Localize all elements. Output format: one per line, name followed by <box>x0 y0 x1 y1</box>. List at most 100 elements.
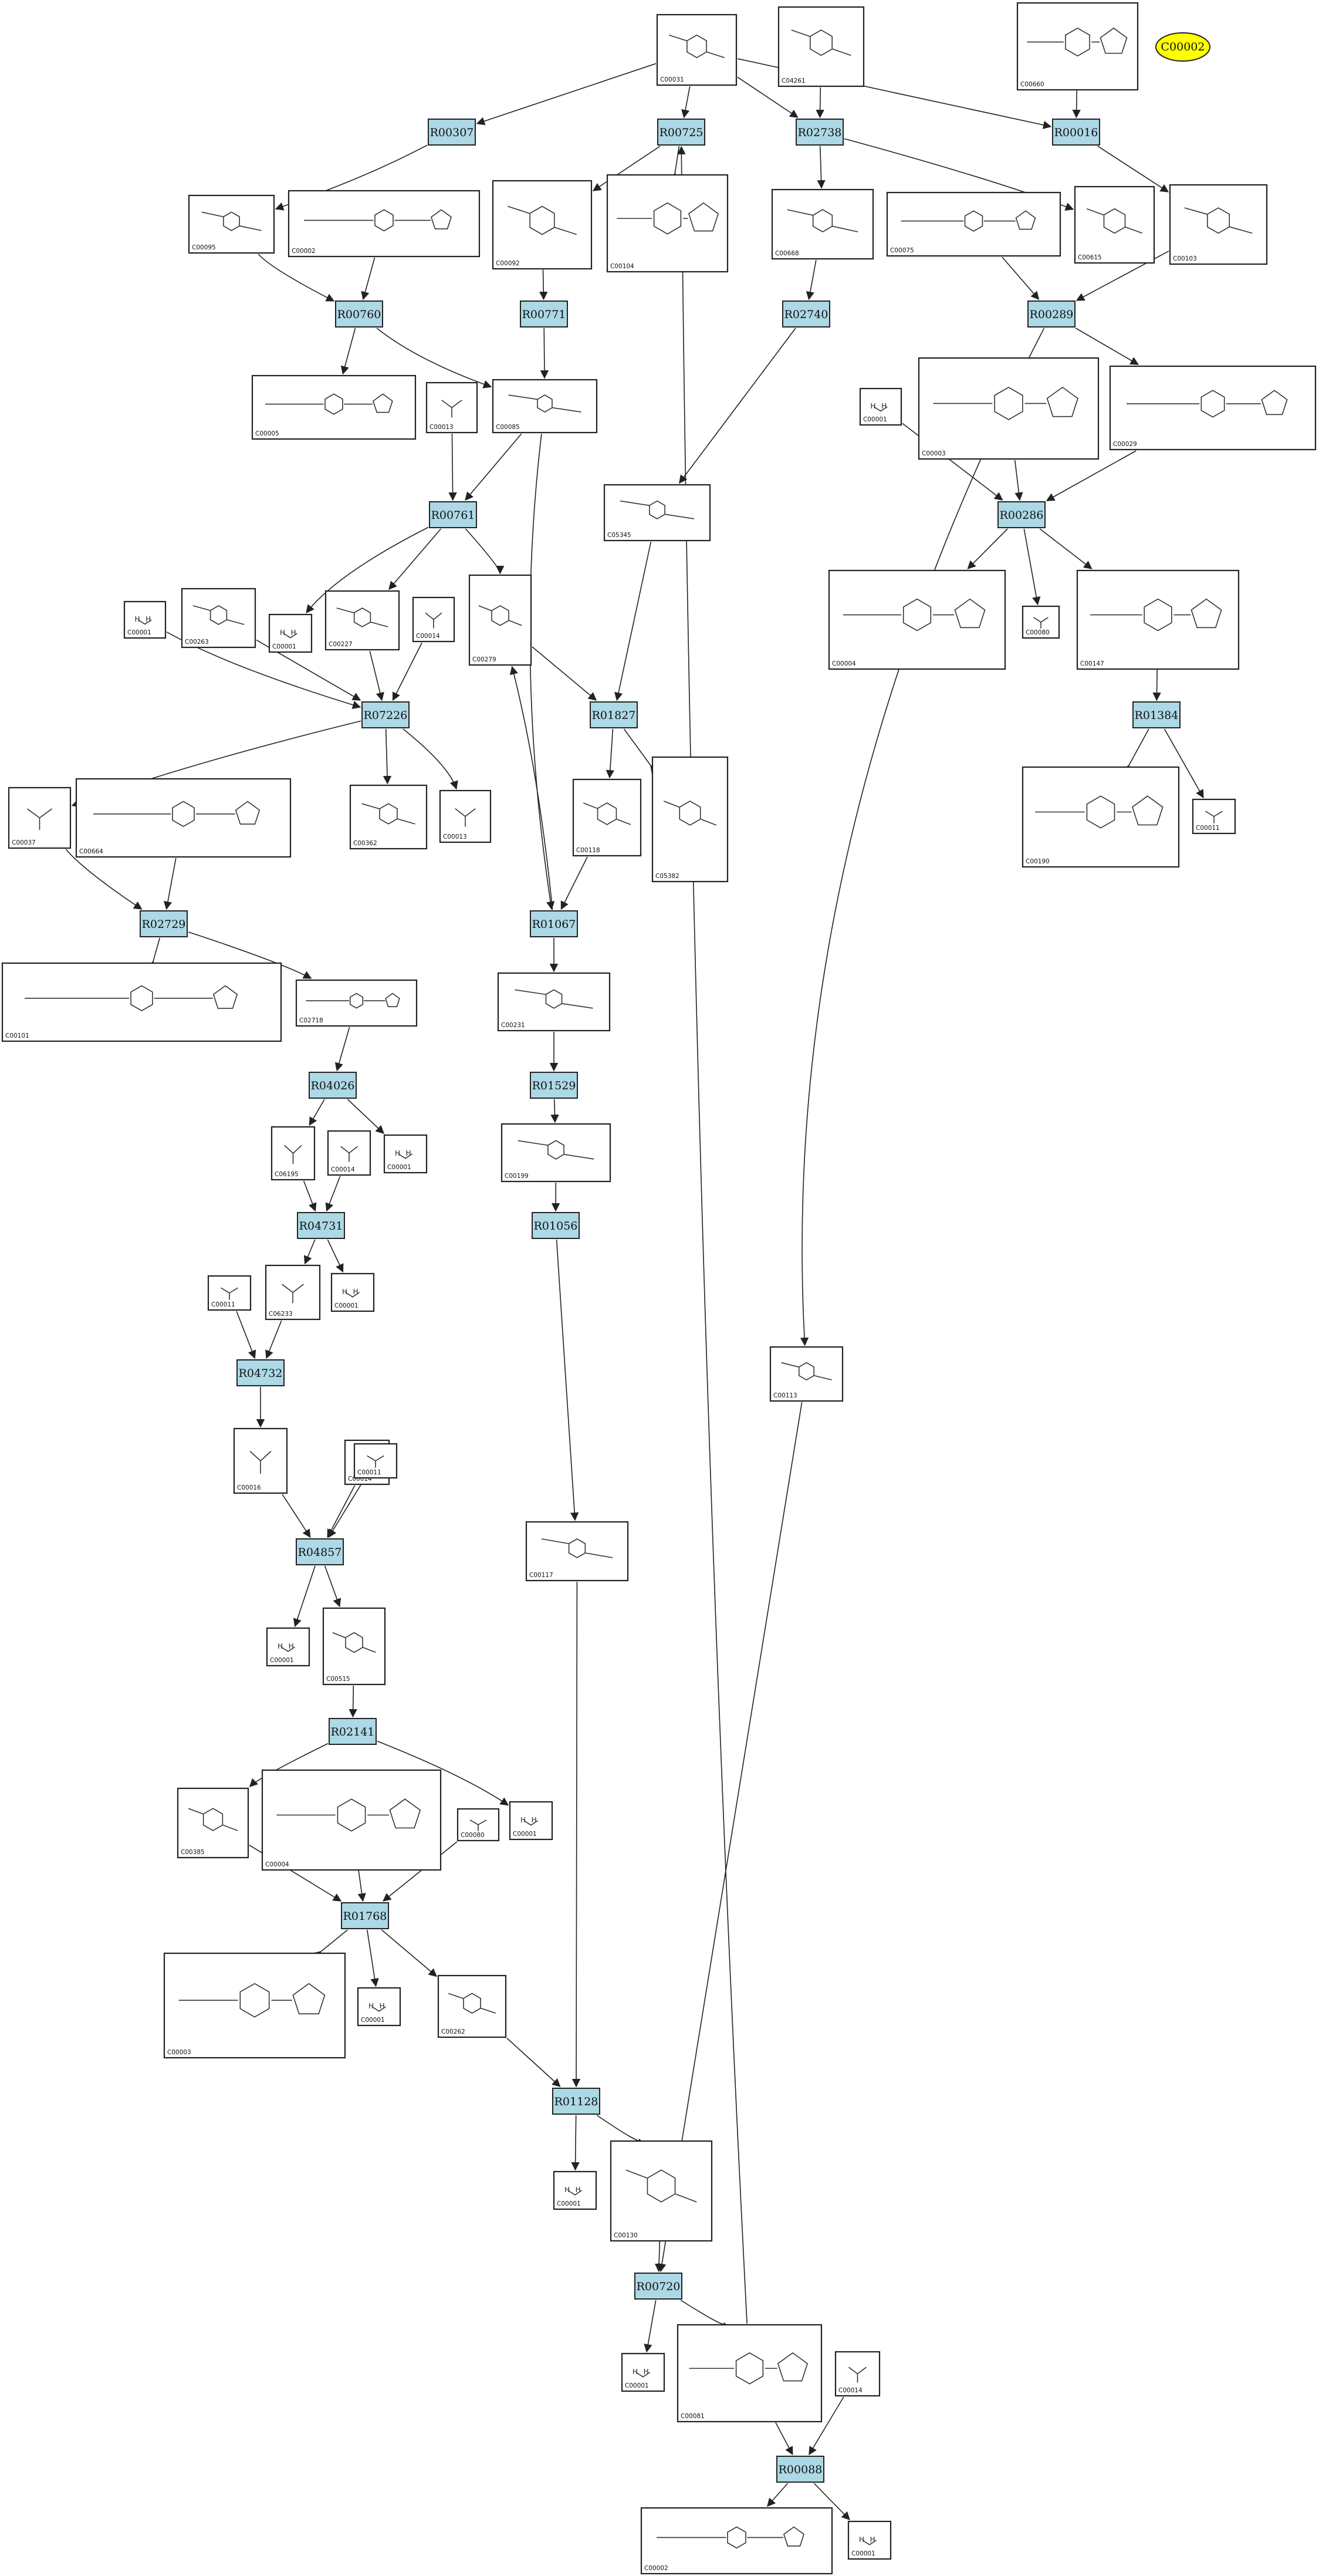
compound-node-c00080_b[interactable]: C00080 <box>456 1808 500 1842</box>
compound-node-c00615[interactable]: C00615 <box>1074 185 1155 264</box>
reaction-node-r00016[interactable]: R00016 <box>1052 119 1100 146</box>
reaction-node-r02729[interactable]: R02729 <box>140 910 188 937</box>
compound-node-c00660[interactable]: C00660 <box>1016 2 1139 91</box>
compound-node-c06195[interactable]: C06195 <box>270 1126 316 1181</box>
compound-node-c00014_b[interactable]: C00014 <box>327 1130 371 1176</box>
compound-node-c00104[interactable]: C00104 <box>606 174 729 273</box>
reaction-node-r04026[interactable]: R04026 <box>309 1072 357 1099</box>
reaction-node-r00720[interactable]: R00720 <box>634 2273 682 2300</box>
compound-node-c00003_a[interactable]: C00003 <box>918 357 1100 460</box>
compound-node-c00362[interactable]: C00362 <box>349 784 428 850</box>
compound-node-c00664[interactable]: C00664 <box>75 778 292 858</box>
compound-node-c00147[interactable]: C00147 <box>1076 569 1240 670</box>
compound-box <box>525 1521 629 1582</box>
compound-node-c00011_c[interactable]: C00011 <box>353 1443 398 1479</box>
compound-node-c06233[interactable]: C06233 <box>265 1264 321 1321</box>
reaction-node-r01128[interactable]: R01128 <box>552 2088 600 2115</box>
compound-node-c00029[interactable]: C00029 <box>1109 365 1317 451</box>
compound-node-c05382[interactable]: C05382 <box>651 756 729 883</box>
reaction-node-r04731[interactable]: R04731 <box>297 1212 345 1239</box>
edge-C00085-R00761 <box>465 433 522 501</box>
edge-C00081-R00725 <box>677 146 748 2324</box>
reaction-node-r01067[interactable]: R01067 <box>530 910 578 937</box>
compound-node-c00002_b[interactable]: C00002 <box>640 2507 833 2575</box>
compound-node-c00075[interactable]: C00075 <box>886 191 1061 257</box>
compound-node-c00385[interactable]: C00385 <box>177 1787 249 1859</box>
compound-node-c00037[interactable]: C00037 <box>8 786 72 849</box>
compound-label: C00190 <box>1026 858 1050 865</box>
reaction-node-r00289[interactable]: R00289 <box>1027 301 1076 328</box>
compound-node-c00095[interactable]: C00095 <box>188 194 275 254</box>
reaction-node-r00088[interactable]: R00088 <box>776 2456 824 2483</box>
reaction-node-r04732[interactable]: R04732 <box>236 1359 285 1386</box>
compound-node-c00130[interactable]: C00130 <box>610 2140 713 2242</box>
compound-node-c00031[interactable]: C00031 <box>656 13 738 86</box>
compound-node-c00014_d[interactable]: C00014 <box>834 2351 881 2397</box>
compound-node-c00092[interactable]: C00092 <box>492 180 593 270</box>
reaction-node-r02740[interactable]: R02740 <box>782 301 830 328</box>
compound-node-c00668[interactable]: C00668 <box>771 188 874 260</box>
compound-node-c00231[interactable]: C00231 <box>497 972 611 1032</box>
compound-node-c00011_a[interactable]: C00011 <box>1192 798 1236 835</box>
compound-node-c00279[interactable]: C00279 <box>468 574 532 666</box>
highlight-ellipse-node[interactable]: C00002 <box>1155 32 1210 62</box>
reaction-node-r00307[interactable]: R00307 <box>428 119 476 146</box>
compound-node-c00002[interactable]: C00002 <box>288 190 481 258</box>
compound-node-c00227[interactable]: C00227 <box>324 590 400 651</box>
compound-node-c00113[interactable]: C00113 <box>769 1346 844 1402</box>
compound-node-c02718[interactable]: C02718 <box>295 979 418 1027</box>
compound-node-c00101[interactable]: C00101 <box>1 962 282 1042</box>
reaction-node-r02141[interactable]: R02141 <box>329 1718 377 1745</box>
compound-node-c00085[interactable]: C00085 <box>492 379 598 434</box>
compound-node-c00117[interactable]: C00117 <box>525 1521 629 1582</box>
compound-node-c00263[interactable]: C00263 <box>181 588 256 649</box>
reaction-node-r00725[interactable]: R00725 <box>657 119 705 146</box>
compound-node-c00190[interactable]: C00190 <box>1022 766 1180 868</box>
reaction-node-r01056[interactable]: R01056 <box>532 1212 580 1239</box>
compound-node-c00262[interactable]: C00262 <box>437 1974 507 2038</box>
edge-C00011_c-R04857 <box>328 1478 365 1538</box>
compound-node-c00081[interactable]: C00081 <box>677 2324 823 2423</box>
compound-node-c00013[interactable]: C00013 <box>425 381 478 434</box>
compound-node-c00103[interactable]: C00103 <box>1169 184 1268 265</box>
reaction-node-r01827[interactable]: R01827 <box>590 701 638 728</box>
compound-node-c00013_b[interactable]: C00013 <box>439 789 492 843</box>
edge-R00761-C00279 <box>465 528 505 575</box>
compound-node-c00004_a[interactable]: C00004 <box>828 569 1006 670</box>
reaction-node-r00771[interactable]: R00771 <box>520 301 568 328</box>
reaction-node-r01529[interactable]: R01529 <box>530 1072 578 1099</box>
compound-node-c00080_a[interactable]: C00080 <box>1022 605 1060 639</box>
compound-node-c00199[interactable]: C00199 <box>500 1123 611 1183</box>
compound-node-c00005[interactable]: C00005 <box>251 374 417 440</box>
reaction-node-r00286[interactable]: R00286 <box>997 501 1046 528</box>
reaction-node-r00760[interactable]: R00760 <box>335 301 383 328</box>
compound-node-c00016[interactable]: C00016 <box>233 1427 288 1494</box>
compound-node-c00011_b[interactable]: C00011 <box>207 1275 252 1311</box>
reaction-node-r04857[interactable]: R04857 <box>296 1538 344 1565</box>
compound-node-c00003_b[interactable]: C00003 <box>163 1952 346 2059</box>
compound-node-c00515[interactable]: C00515 <box>322 1607 386 1686</box>
reaction-node-r01768[interactable]: R01768 <box>341 1902 389 1929</box>
compound-box <box>492 379 598 434</box>
compound-node-c00004_b[interactable]: C00004 <box>261 1769 442 1871</box>
reaction-node-r07226[interactable]: R07226 <box>361 701 410 728</box>
reaction-node-r01384[interactable]: R01384 <box>1132 701 1181 728</box>
compound-node-c05345[interactable]: C05345 <box>603 484 711 542</box>
compound-node-c00014_a[interactable]: C00014 <box>412 596 455 643</box>
compound-node-c00118[interactable]: C00118 <box>572 778 642 857</box>
reaction-node-r00761[interactable]: R00761 <box>429 501 477 528</box>
compound-label: C00385 <box>181 1849 205 1856</box>
compound-node-c04261[interactable]: C04261 <box>777 6 865 87</box>
reaction-node-r02738[interactable]: R02738 <box>796 119 844 146</box>
